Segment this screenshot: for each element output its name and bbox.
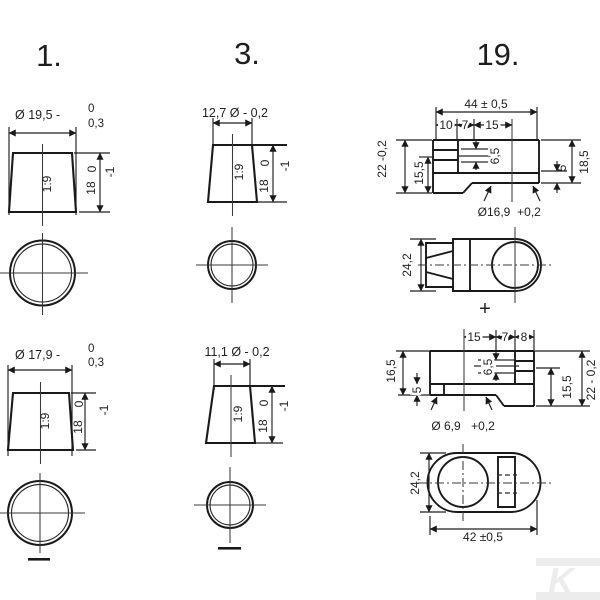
s1-lower-cone-view: Ø 17,9 - 0 0,3 1:9 0 18 -1 bbox=[6, 343, 111, 464]
height-tol-dn: -1 bbox=[97, 404, 111, 415]
height-dim: 22 - 0,2 bbox=[584, 359, 598, 400]
s19-side-view-positive: 44 ± 0,5 10 7 15 22 -0,2 15,5 6,5 18,5 5… bbox=[375, 97, 591, 219]
s1-upper-cone-view: Ø 19,5 - 0 0,3 1:9 0 18 -1 bbox=[7, 103, 117, 226]
s3-upper-cone-view: 12,7 Ø - 0,2 1:9 0 18 -1 bbox=[202, 106, 292, 216]
seg-dim-10: 10 bbox=[439, 118, 453, 132]
dia-label: 12,7 Ø - 0,2 bbox=[202, 106, 268, 120]
height-tol-up: 0 bbox=[72, 400, 86, 407]
watermark-bar-bottom bbox=[536, 592, 600, 600]
tail-height-dim: 18,5 bbox=[577, 150, 591, 174]
seg-dim-7: 7 bbox=[462, 118, 469, 132]
minus-sign bbox=[28, 558, 50, 561]
watermark-logo: K bbox=[536, 558, 600, 600]
height-value: 18 bbox=[71, 420, 85, 434]
tolerance-upper: 0 bbox=[88, 343, 94, 355]
section-1: 1. Ø 19,5 - 0 0,3 1:9 0 18 -1 bbox=[0, 38, 117, 561]
depth-dim: 6,5 bbox=[481, 358, 495, 375]
height-tol-up: 0 bbox=[258, 159, 272, 166]
section-19: 19. bbox=[375, 37, 598, 544]
clamp-block bbox=[497, 456, 516, 508]
tolerance-upper: 0 bbox=[88, 103, 94, 115]
cone-profile bbox=[204, 384, 257, 445]
slot-dim: 15,5 bbox=[412, 161, 426, 185]
taper-label: 1:9 bbox=[40, 175, 54, 192]
slot-dim: 15,5 bbox=[560, 375, 574, 399]
s3-lower-cone-view: 11,1 Ø - 0,2 1:9 0 18 -1 bbox=[204, 345, 291, 457]
s19-top-view-negative: 24,2 42 ±0,5 bbox=[408, 444, 552, 544]
hole-dia-tol: +0,2 bbox=[471, 419, 495, 433]
s1-lower-circle-view bbox=[0, 473, 85, 561]
dia-label: Ø 19,5 - bbox=[15, 108, 60, 122]
tab-thickness-dim: 5 bbox=[410, 386, 424, 393]
hole-dia: Ø16,9 bbox=[478, 205, 511, 219]
minus-sign bbox=[218, 547, 241, 550]
cone-profile bbox=[7, 151, 78, 214]
width-dim: 44 ± 0,5 bbox=[464, 97, 508, 111]
s19-top-view-positive: 24,2 + bbox=[400, 227, 553, 320]
cone-profile bbox=[6, 391, 75, 452]
height-tol-dn: -1 bbox=[277, 400, 291, 411]
tail-height-dim: 16,5 bbox=[384, 359, 398, 383]
section-19-title: 19. bbox=[476, 37, 519, 72]
height-value: 18 bbox=[257, 179, 271, 193]
length-dim: 42 ±0,5 bbox=[463, 530, 503, 544]
tab-thickness-dim: 5 bbox=[555, 164, 569, 171]
s19-side-view-negative: 15 7 8 16,5 5 6,5 15,5 22 - 0,2 Ø 6,9 +0… bbox=[384, 328, 598, 434]
seg-dim-15: 15 bbox=[467, 330, 481, 344]
section-3: 3. 12,7 Ø - 0,2 1:9 0 18 -1 11,1 Ø - bbox=[194, 36, 292, 550]
seg-dim-8: 8 bbox=[521, 330, 528, 344]
height-value: 18 bbox=[256, 419, 270, 433]
taper-label: 1:9 bbox=[38, 412, 52, 429]
tolerance-lower: 0,3 bbox=[88, 118, 104, 130]
width-dim: 24,2 bbox=[408, 471, 422, 495]
section-1-title: 1. bbox=[36, 38, 62, 73]
seg-dim-7: 7 bbox=[502, 330, 509, 344]
width-dim: 24,2 bbox=[400, 253, 414, 277]
watermark-bar-top bbox=[536, 558, 600, 566]
dia-label: Ø 17,9 - bbox=[15, 348, 60, 362]
hole-dia: Ø 6,9 bbox=[431, 419, 461, 433]
seg-dim-15: 15 bbox=[485, 118, 499, 132]
depth-dim: 6,5 bbox=[488, 147, 502, 164]
s3-lower-circle-view bbox=[194, 467, 266, 550]
taper-label: 1:9 bbox=[231, 405, 245, 422]
taper-label: 1:9 bbox=[232, 163, 246, 180]
s3-upper-circle-view bbox=[196, 227, 268, 303]
height-tol-dn: -1 bbox=[103, 166, 117, 177]
height-value: 18 bbox=[84, 181, 98, 195]
dia-label: 11,1 Ø - 0,2 bbox=[204, 345, 269, 359]
cone-profile bbox=[206, 143, 259, 204]
plus-sign: + bbox=[479, 298, 491, 320]
height-tol-dn: -1 bbox=[278, 160, 292, 171]
height-dim: 22 -0,2 bbox=[375, 140, 389, 178]
part-outline bbox=[396, 329, 590, 411]
hole-dia-tol: +0,2 bbox=[517, 205, 541, 219]
height-tol-up: 0 bbox=[257, 399, 271, 406]
height-tol-up: 0 bbox=[85, 165, 99, 172]
section-3-title: 3. bbox=[234, 36, 260, 71]
s1-upper-circle-view bbox=[0, 233, 88, 315]
tolerance-lower: 0,3 bbox=[88, 357, 104, 369]
watermark-k-letter: K bbox=[548, 560, 577, 600]
dimension-lines bbox=[399, 330, 590, 411]
dimension-lines bbox=[396, 107, 581, 202]
part-outline bbox=[432, 119, 540, 202]
